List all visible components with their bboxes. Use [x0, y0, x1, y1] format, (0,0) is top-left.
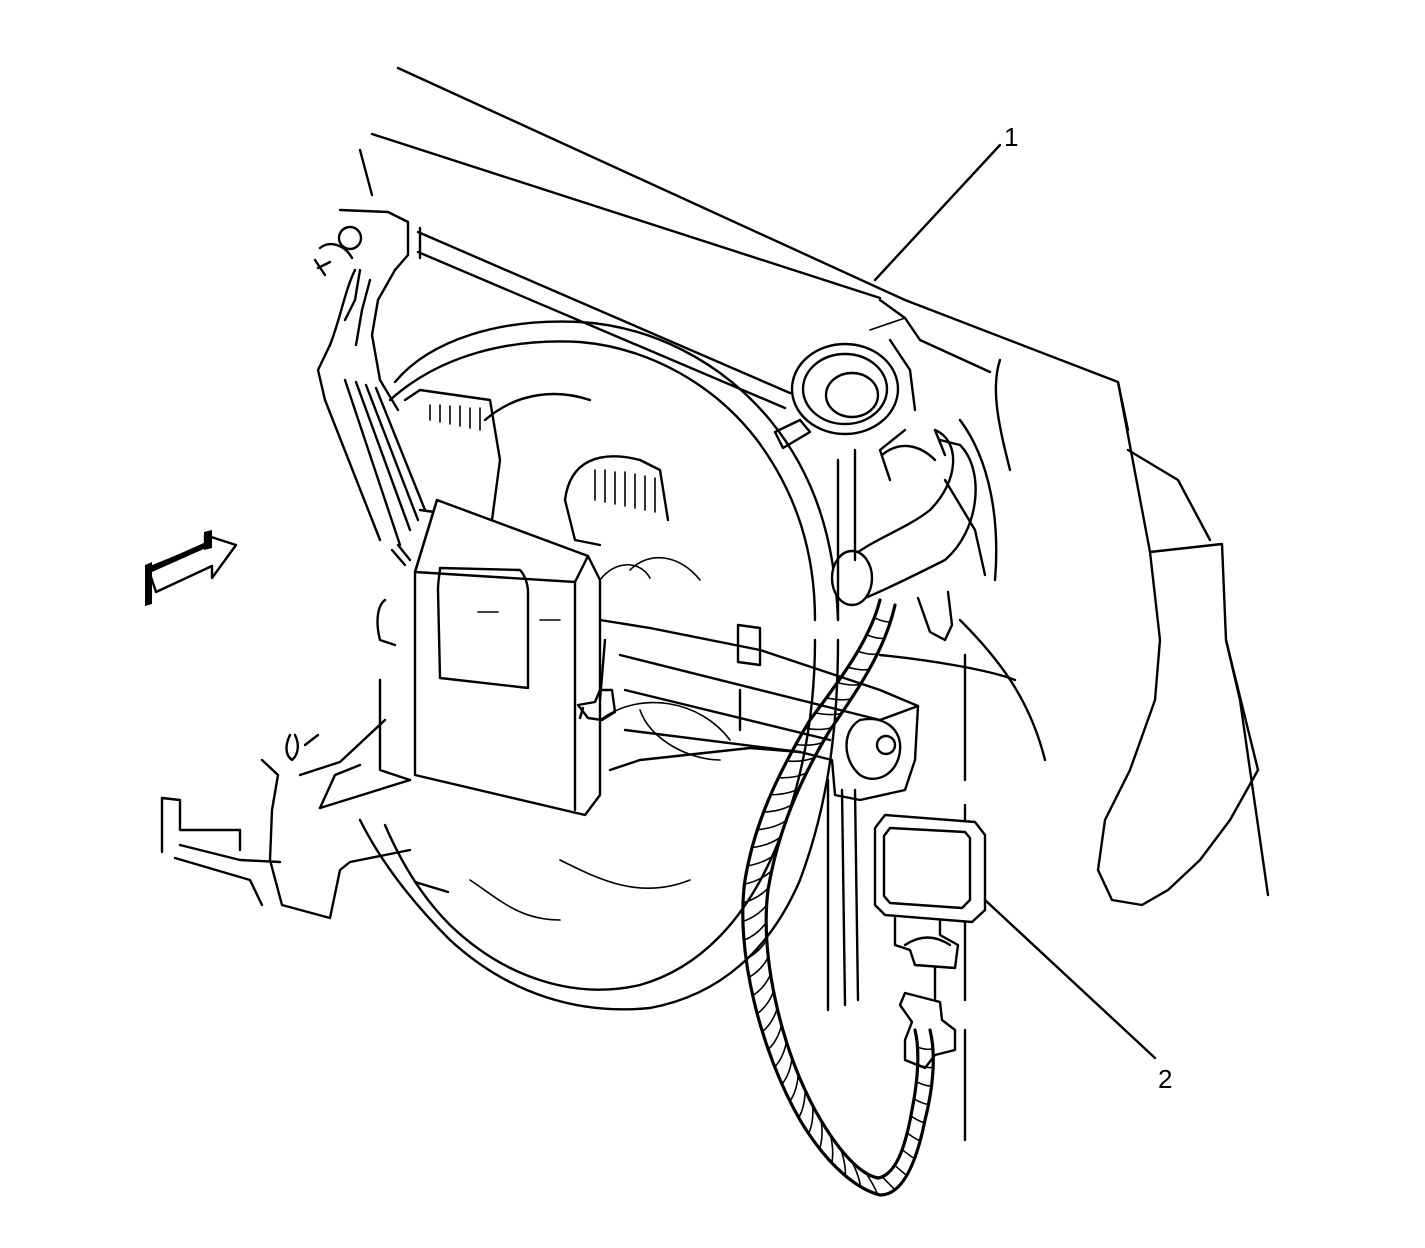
harness-rib	[910, 1115, 926, 1124]
harness-rib	[781, 1057, 793, 1086]
harness-rib	[743, 869, 773, 886]
harness-rib	[756, 819, 787, 831]
fan-motor-housing	[403, 388, 670, 547]
harness-rib	[851, 1161, 862, 1188]
callout-leader-2	[983, 898, 1157, 1060]
callout-2-label: 2	[1158, 1064, 1172, 1094]
harness-rib	[762, 803, 793, 813]
harness-rib	[804, 726, 833, 731]
harness-rib	[829, 1134, 834, 1164]
view-direction-arrow-icon	[145, 530, 238, 606]
radiator-support-panel	[358, 66, 1270, 907]
harness-rib	[818, 1120, 823, 1150]
callout-leader-1	[873, 143, 1002, 282]
sensor-connector	[873, 813, 987, 1070]
harness-rib	[756, 990, 775, 1015]
harness-rib	[825, 697, 853, 701]
harness-rib	[840, 1148, 847, 1177]
harness-rib	[751, 836, 782, 849]
harness-rib	[767, 1024, 783, 1051]
callout-1-label: 1	[1004, 122, 1018, 152]
harness-rib	[748, 956, 770, 979]
left-harness-bracket	[313, 208, 427, 567]
harness-rib	[769, 787, 800, 796]
fan-shroud	[358, 320, 840, 1011]
harness-rib	[906, 1132, 922, 1142]
harness-rib	[794, 741, 824, 746]
harness-rib	[742, 904, 768, 923]
harness-rib	[915, 1080, 933, 1087]
harness-rib	[745, 938, 768, 960]
harness-rib	[742, 886, 770, 904]
harness-rib	[751, 973, 772, 997]
harness-rib	[865, 634, 886, 640]
harness-rib	[773, 1040, 788, 1068]
harness-rib	[836, 681, 862, 686]
harness-rib	[807, 1104, 814, 1135]
fan-control-module	[413, 498, 617, 817]
coolant-hose	[830, 358, 1047, 762]
harness-rib	[873, 616, 892, 623]
harness-rib	[916, 1046, 934, 1051]
harness-rib	[789, 1073, 800, 1102]
harness-rib	[893, 1164, 908, 1177]
coolant-outlet-fitting	[773, 338, 917, 450]
lower-bracket	[376, 598, 920, 802]
harness-rib	[786, 756, 816, 763]
harness-rib	[797, 1089, 806, 1119]
lower-left-linkage	[160, 678, 412, 920]
wiring-harness-conduit	[741, 598, 935, 1197]
harness-rib	[847, 666, 871, 671]
harness-rib	[881, 1175, 896, 1191]
harness-rib	[856, 650, 879, 656]
harness-rib	[746, 853, 777, 867]
cooling-fins	[429, 404, 656, 513]
harness-rib	[865, 1172, 879, 1196]
harness-rib	[761, 1007, 779, 1033]
harness-rib	[777, 772, 808, 779]
harness-rib	[743, 921, 768, 942]
harness-rib	[814, 712, 843, 716]
harness-rib	[913, 1098, 930, 1106]
harness-rib	[901, 1148, 916, 1160]
harness-ribs	[742, 616, 934, 1196]
